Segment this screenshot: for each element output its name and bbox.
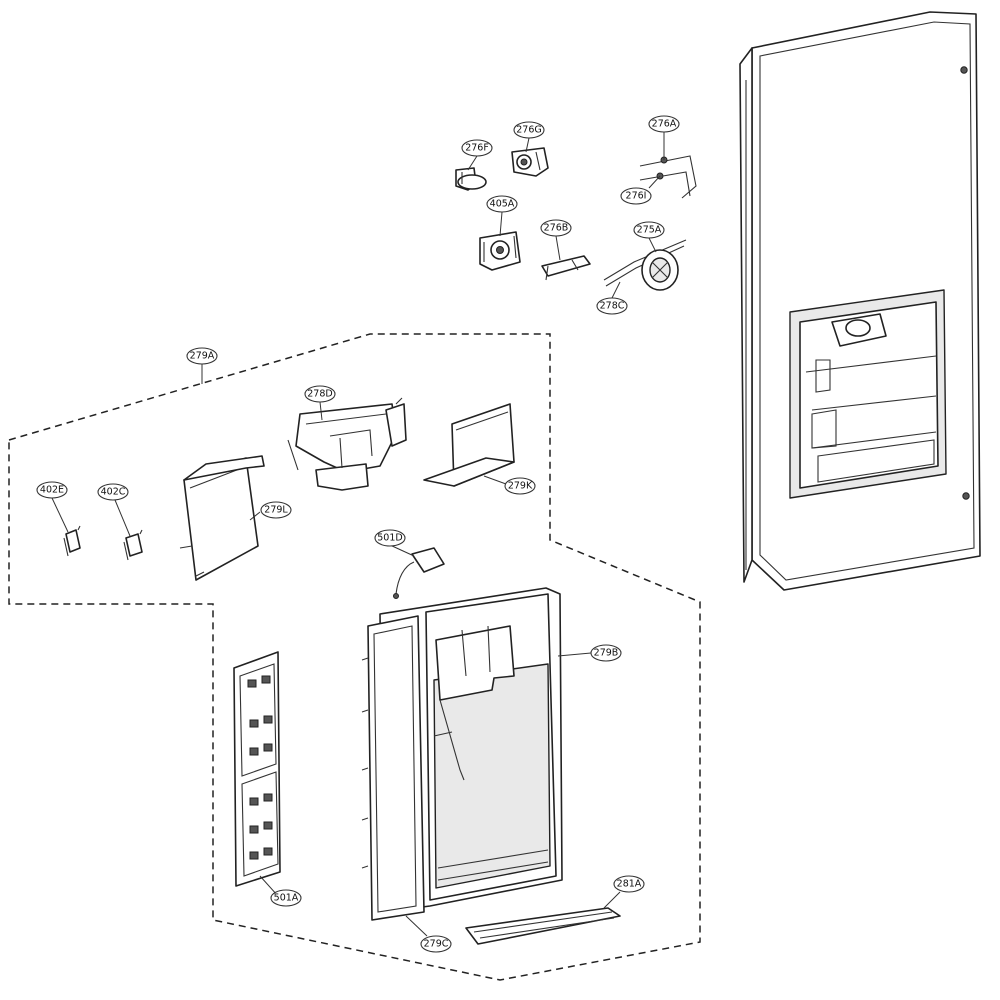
callout-276B: 276B: [540, 219, 572, 237]
part-278D-ice-chute: [287, 397, 407, 491]
callout-501D: 501D: [374, 529, 406, 547]
svg-text:276A: 276A: [652, 119, 677, 130]
callout-276F: 276F: [461, 139, 493, 157]
svg-text:276F: 276F: [465, 143, 489, 154]
svg-text:279C: 279C: [424, 939, 449, 950]
callout-501A: 501A: [270, 889, 302, 907]
part-501A-control-board: [233, 651, 281, 887]
part-276B-bracket: [541, 255, 591, 281]
part-501D-sensor: [393, 547, 445, 599]
callout-276A: 276A: [648, 115, 680, 133]
svg-text:501D: 501D: [377, 533, 402, 544]
svg-text:501A: 501A: [274, 893, 299, 904]
callout-279A: 279A: [186, 347, 218, 365]
svg-text:279A: 279A: [190, 351, 215, 362]
part-276F-bracket: [455, 167, 487, 191]
part-281A-drip-tray: [465, 907, 621, 945]
svg-text:278C: 278C: [600, 301, 625, 312]
part-279L-panel: [179, 455, 265, 581]
svg-text:405A: 405A: [490, 199, 515, 210]
leader-lines: [51, 132, 665, 937]
svg-text:278D: 278D: [307, 389, 332, 400]
callout-278D: 278D: [304, 385, 336, 403]
svg-text:281A: 281A: [617, 879, 642, 890]
assembly-boundary: [8, 333, 701, 981]
part-402E-clip: [63, 525, 81, 557]
callout-279B: 279B: [590, 644, 622, 662]
callout-402E: 402E: [36, 481, 68, 499]
part-279B-dispenser-housing: [361, 587, 563, 921]
svg-text:279B: 279B: [594, 648, 619, 659]
callout-281A: 281A: [613, 875, 645, 893]
svg-text:279K: 279K: [508, 481, 533, 492]
callout-279K: 279K: [504, 477, 536, 495]
callout-279L: 279L: [260, 501, 292, 519]
svg-text:279L: 279L: [264, 505, 288, 516]
callout-276G: 276G: [513, 121, 545, 139]
svg-text:276G: 276G: [516, 125, 542, 136]
svg-text:275A: 275A: [637, 225, 662, 236]
svg-text:276I: 276I: [626, 191, 647, 202]
callout-276I: 276I: [620, 187, 652, 205]
svg-text:402E: 402E: [40, 485, 64, 496]
callout-275A: 275A: [633, 221, 665, 239]
svg-text:402C: 402C: [101, 487, 126, 498]
callout-402C: 402C: [97, 483, 129, 501]
callout-405A: 405A: [486, 195, 518, 213]
part-279K-flap: [423, 403, 515, 487]
callout-279C: 279C: [420, 935, 452, 953]
part-405A-motor: [479, 231, 521, 271]
part-275A-damper: [603, 239, 687, 291]
callout-278C: 278C: [596, 297, 628, 315]
refrigerator-door: [739, 11, 981, 591]
svg-text:276B: 276B: [544, 223, 569, 234]
part-276G-valve: [511, 147, 549, 177]
part-402C-clip: [123, 529, 143, 561]
